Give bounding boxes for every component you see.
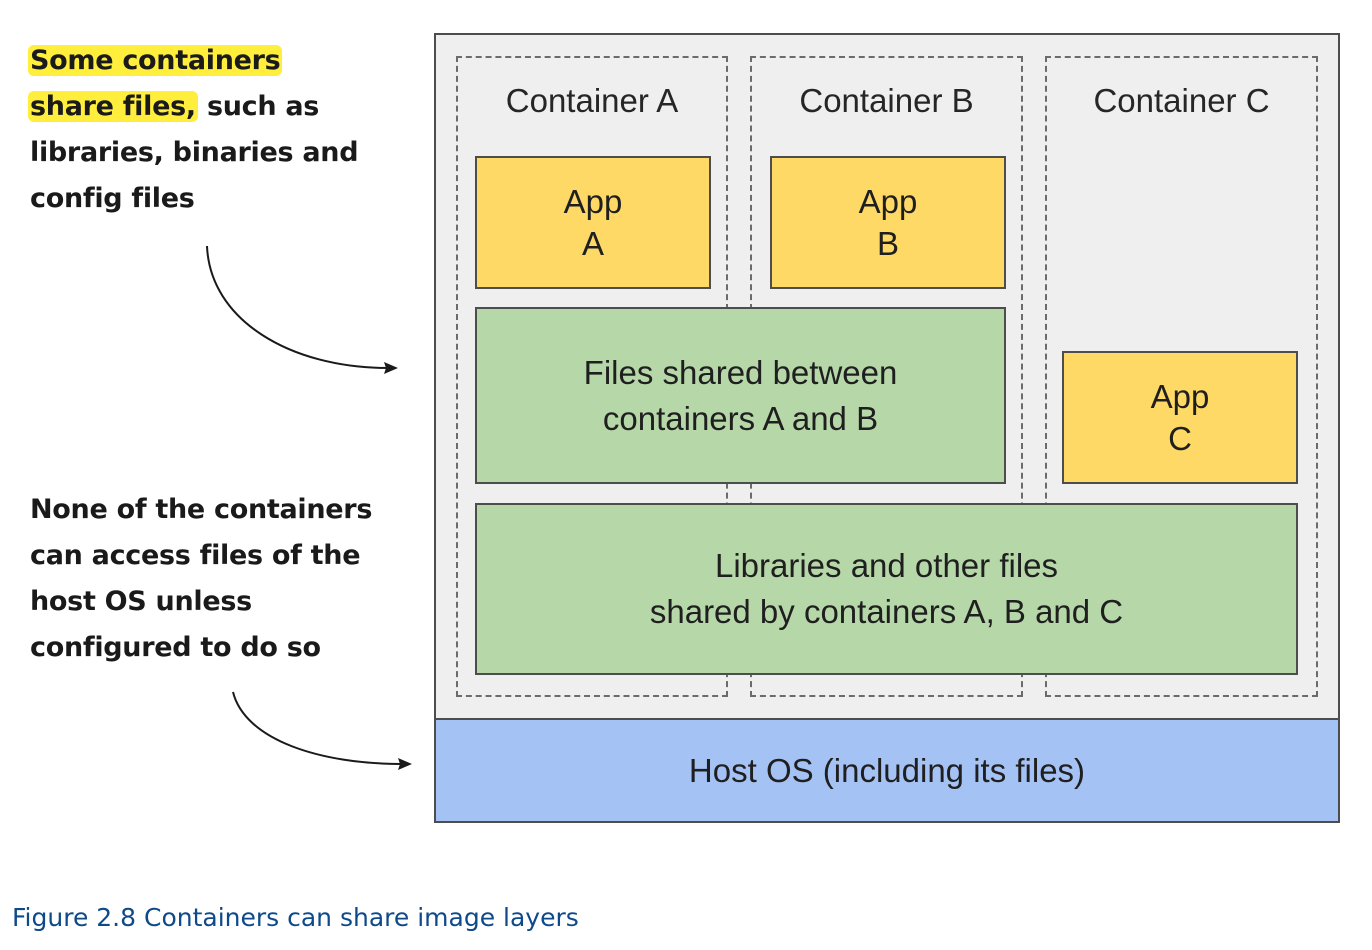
annotation-shared-files: Some containers share files, such as lib… [28,45,359,214]
container-b-title: Container B [799,82,974,119]
shared-files-a-b-c: Libraries and other files shared by cont… [475,503,1298,675]
highlighted-text: share files, [28,91,198,122]
app-c-box: App C [1062,351,1298,484]
arrow-to-shared-files [206,245,389,369]
host-os-layer: Host OS (including its files) [434,718,1340,823]
shared-files-a-b: Files shared between containers A and B [475,307,1006,484]
container-c-boundary [1045,56,1318,697]
annotation-host-os-access: None of the containers can access files … [30,494,373,663]
arrowhead-icon [398,758,412,770]
container-c-title: Container C [1093,82,1270,119]
highlighted-text: Some containers [28,45,283,76]
app-a-box: App A [475,156,711,289]
container-a-title: Container A [505,82,679,119]
arrowhead-icon [384,362,398,374]
figure-caption: Figure 2.8 Containers can share image la… [12,903,579,932]
app-b-box: App B [770,156,1006,289]
arrow-to-host-os [232,691,403,765]
